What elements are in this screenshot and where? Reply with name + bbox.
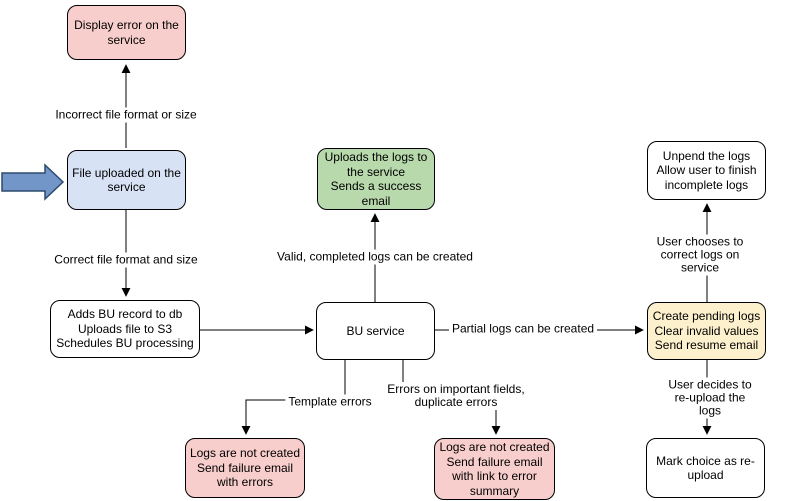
node-unpend-logs: Unpend the logs Allow user to finish inc… <box>647 141 766 200</box>
edge-label-valid-logs: Valid, completed logs can be created <box>274 249 476 265</box>
node-adds-bu-record: Adds BU record to db Uploads file to S3 … <box>50 300 200 358</box>
node-logs-not-created-errors: Logs are not created Send failure email … <box>185 438 305 498</box>
node-file-uploaded: File uploaded on the service <box>67 150 186 210</box>
edge-label-incorrect-file: Incorrect file format or size <box>52 107 200 123</box>
node-bu-service: BU service <box>316 302 435 360</box>
edge-label-template-errors: Template errors <box>285 394 375 410</box>
edge-label-correct-file: Correct file format and size <box>51 252 201 268</box>
edge-label-partial-logs: Partial logs can be created <box>448 321 598 337</box>
edge-label-user-decides: User decides to re-upload the logs <box>664 377 756 419</box>
edge-label-field-errors: Errors on important fields, duplicate er… <box>384 382 528 410</box>
edge-label-user-chooses: User chooses to correct logs on service <box>649 234 751 276</box>
node-mark-choice-reupload: Mark choice as re- upload <box>646 438 765 498</box>
node-create-pending-logs: Create pending logs Clear invalid values… <box>647 302 766 360</box>
node-display-error: Display error on the service <box>67 5 186 60</box>
node-uploads-logs-success: Uploads the logs to the service Sends a … <box>317 148 435 210</box>
node-logs-not-created-summary: Logs are not created Send failure email … <box>434 438 555 500</box>
entry-point-arrow-icon <box>1 163 65 201</box>
